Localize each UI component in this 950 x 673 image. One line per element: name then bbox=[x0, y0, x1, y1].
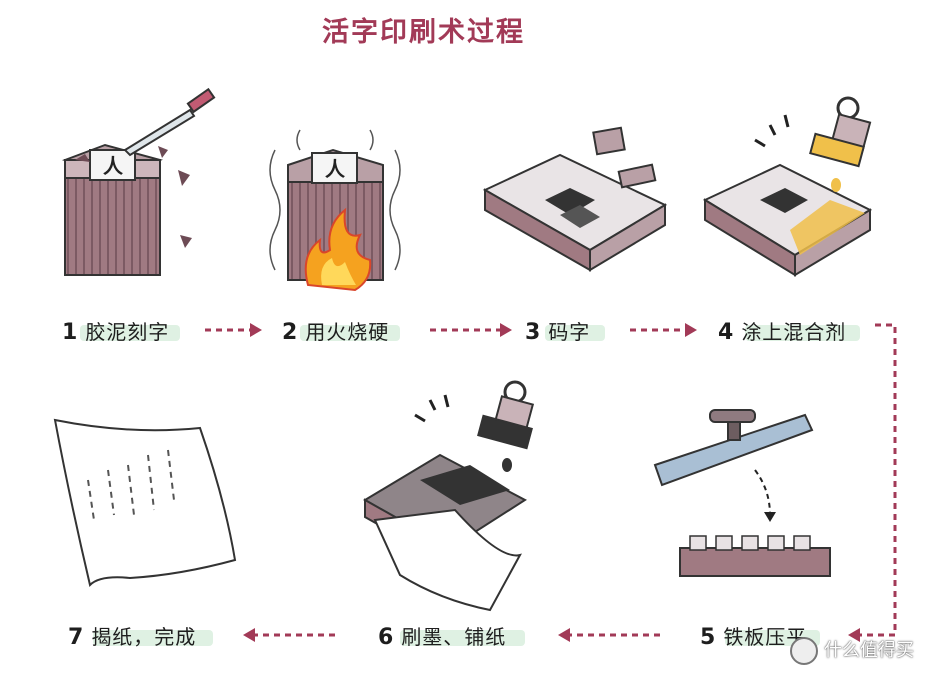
diagram-title: 活字印刷术过程 bbox=[322, 17, 525, 48]
step-number: 7 bbox=[68, 625, 84, 650]
arrow-step6-to-7 bbox=[243, 628, 335, 642]
svg-text:人: 人 bbox=[103, 154, 124, 178]
paper-icon bbox=[373, 508, 522, 612]
arrow-step1-to-2 bbox=[205, 323, 262, 337]
watermark: 什么值得买 bbox=[790, 636, 914, 665]
svg-text:人: 人 bbox=[325, 157, 346, 181]
step-number: 4 bbox=[718, 320, 734, 345]
step-text: 用火烧硬 bbox=[305, 320, 390, 344]
step-6-label: 6 刷墨、铺纸 bbox=[378, 621, 506, 650]
arrow-step2-to-3 bbox=[430, 323, 512, 337]
step-number: 2 bbox=[282, 320, 298, 345]
arrow-step5-to-6 bbox=[558, 628, 660, 642]
brush-icon bbox=[414, 380, 535, 472]
label-highlight bbox=[80, 325, 180, 341]
brush-icon bbox=[754, 96, 872, 192]
step-number: 5 bbox=[700, 625, 716, 650]
iron-plate-icon bbox=[653, 409, 831, 577]
step-7-label: 7 揭纸，完成 bbox=[68, 621, 196, 650]
label-highlight bbox=[745, 325, 860, 341]
step-text: 揭纸，完成 bbox=[91, 625, 197, 649]
watermark-logo-icon bbox=[790, 637, 818, 665]
clay-block-icon: 人 bbox=[61, 143, 192, 276]
step-4-label: 4 涂上混合剂 bbox=[718, 316, 846, 345]
step-number: 6 bbox=[378, 625, 394, 650]
step-text: 涂上混合剂 bbox=[741, 320, 847, 344]
paper-icon bbox=[53, 418, 237, 587]
knife-icon bbox=[123, 87, 216, 157]
step-text: 刷墨、铺纸 bbox=[401, 625, 507, 649]
step-number: 3 bbox=[525, 320, 541, 345]
label-highlight bbox=[300, 325, 400, 341]
step-3-label: 3 码字 bbox=[525, 316, 590, 345]
type-tray-icon bbox=[702, 163, 873, 277]
arrow-step3-to-4 bbox=[630, 323, 697, 337]
watermark-text: 什么值得买 bbox=[824, 640, 914, 661]
label-highlight bbox=[93, 630, 213, 646]
type-tray-icon bbox=[482, 126, 668, 272]
fire-icon bbox=[269, 129, 401, 292]
label-highlight bbox=[545, 325, 605, 341]
label-highlight bbox=[400, 630, 525, 646]
step-number: 1 bbox=[62, 320, 78, 345]
step-2-label: 2 用火烧硬 bbox=[282, 316, 389, 345]
arrow-step4-to-5 bbox=[848, 323, 897, 642]
step-text: 码字 bbox=[548, 320, 591, 344]
step-text: 胶泥刻字 bbox=[85, 320, 170, 344]
step-1-label: 1 胶泥刻字 bbox=[62, 316, 169, 345]
